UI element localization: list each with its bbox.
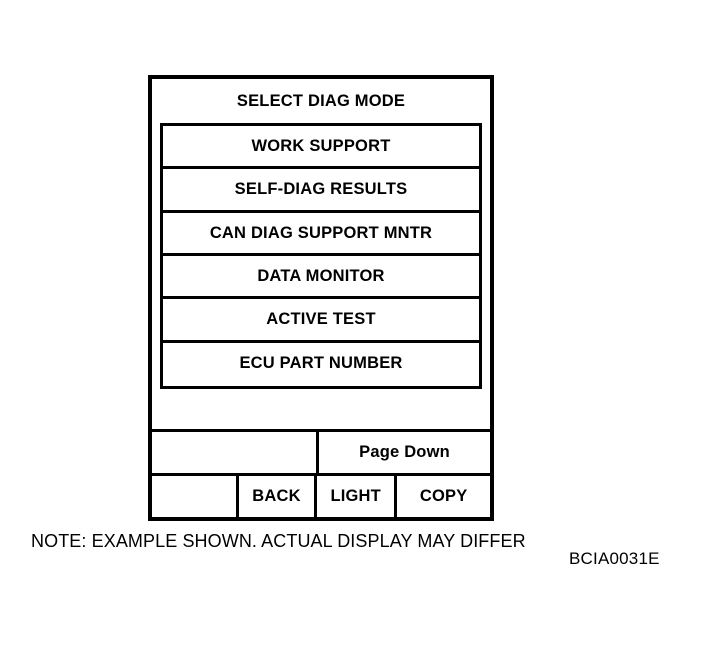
diagnostic-device-screen-frame: SELECT DIAG MODE WORK SUPPORT SELF-DIAG … bbox=[148, 75, 494, 521]
menu-item-self-diag-results[interactable]: SELF-DIAG RESULTS bbox=[163, 169, 479, 213]
menu-item-data-monitor[interactable]: DATA MONITOR bbox=[163, 255, 479, 300]
menu-item-ecu-part-number[interactable]: ECU PART NUMBER bbox=[163, 342, 479, 386]
softkey-blank-lower bbox=[152, 476, 239, 517]
softkey-bar: Page Down BACK LIGHT COPY bbox=[152, 429, 490, 517]
softkey-row-buttons: BACK LIGHT COPY bbox=[152, 473, 490, 517]
figure-note: NOTE: EXAMPLE SHOWN. ACTUAL DISPLAY MAY … bbox=[31, 531, 526, 551]
softkey-blank-upper bbox=[152, 432, 320, 473]
softkey-page-down[interactable]: Page Down bbox=[359, 443, 450, 461]
menu-item-active-test[interactable]: ACTIVE TEST bbox=[163, 299, 479, 343]
menu-item-can-diag-support-mntr[interactable]: CAN DIAG SUPPORT MNTR bbox=[163, 212, 479, 256]
softkey-light[interactable]: LIGHT bbox=[317, 476, 398, 517]
figure-code-label: BCIA0031E bbox=[569, 549, 660, 568]
menu-item-work-support[interactable]: WORK SUPPORT bbox=[163, 126, 479, 170]
softkey-back[interactable]: BACK bbox=[239, 476, 318, 517]
softkey-row-page: Page Down bbox=[152, 429, 490, 473]
softkey-copy[interactable]: COPY bbox=[419, 487, 468, 505]
diag-mode-menu-list: WORK SUPPORT SELF-DIAG RESULTS CAN DIAG … bbox=[160, 123, 482, 389]
page-title: SELECT DIAG MODE bbox=[236, 92, 406, 110]
